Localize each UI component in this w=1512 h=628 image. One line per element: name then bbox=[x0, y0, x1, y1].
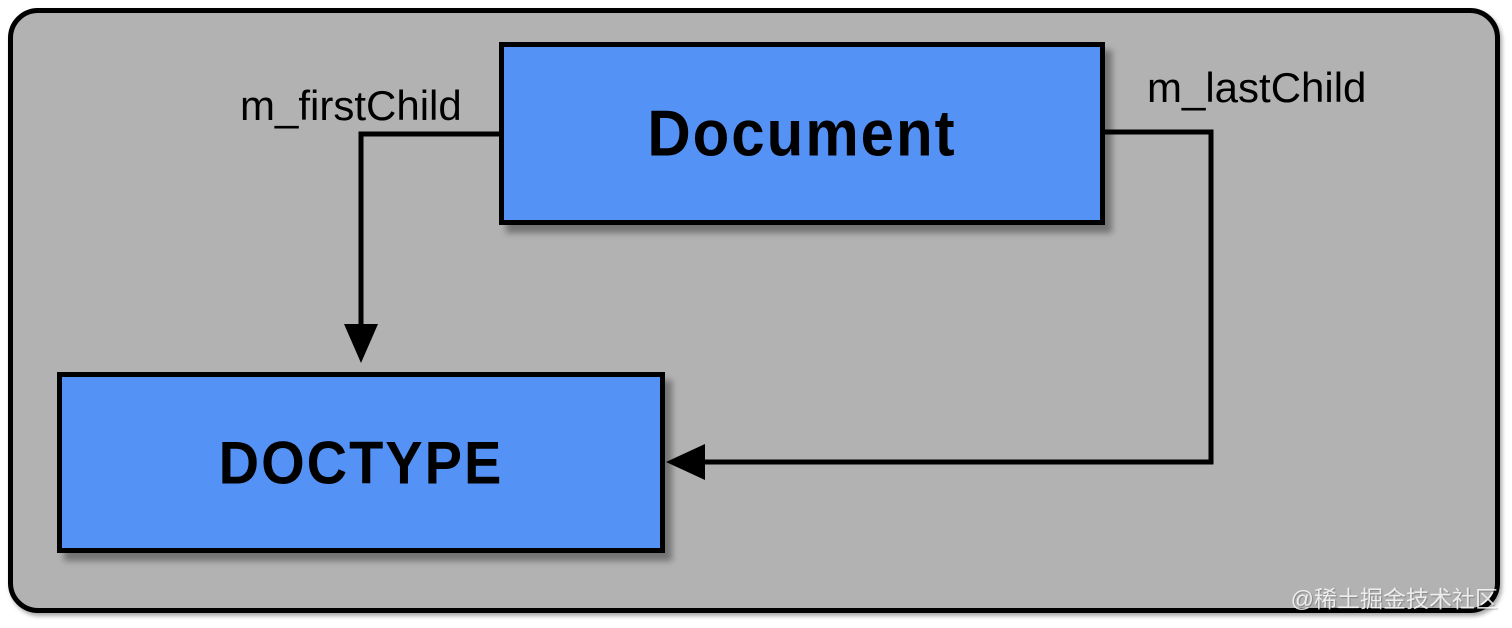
watermark: @稀土掘金技术社区 bbox=[1290, 586, 1498, 612]
node-doctype-label: DOCTYPE bbox=[218, 428, 504, 497]
node-document-label: Document bbox=[647, 97, 957, 170]
edge-label-m-firstchild: m_firstChild bbox=[240, 82, 462, 129]
node-doctype: DOCTYPE bbox=[57, 372, 665, 553]
node-document: Document bbox=[499, 42, 1105, 225]
edge-label-m-lastchild: m_lastChild bbox=[1147, 64, 1367, 111]
